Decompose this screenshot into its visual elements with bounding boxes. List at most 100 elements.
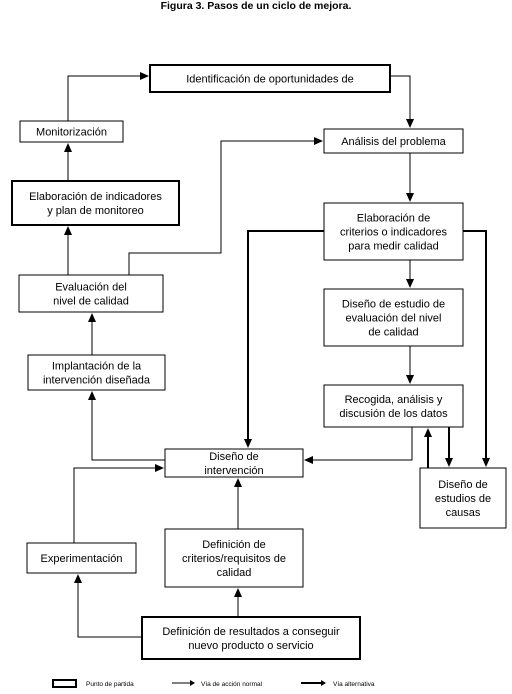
node-elaboracion-criterios: Elaboración de criterios o indicadores par… — [323, 202, 464, 261]
node-line: discusión de los datos — [339, 408, 448, 420]
node-line: Monitorización — [36, 127, 107, 139]
edge-arrowhead — [88, 391, 96, 400]
edge-line — [247, 230, 324, 445]
edge-elaboracion-criterios-to-diseno-estudio — [406, 260, 414, 288]
edge-arrowhead — [64, 226, 72, 235]
node-line: evaluación del nivel — [345, 313, 441, 325]
edge-arrowhead — [314, 137, 323, 145]
node-identificacion: Identificación de oportunidades de — [149, 64, 391, 93]
node-line: causas — [446, 507, 481, 519]
edge-line — [463, 230, 487, 464]
node-diseno-estudio: Diseño de estudio de evaluación del nivel… — [323, 288, 464, 347]
edge-monitorizacion-to-identificacion — [67, 72, 149, 121]
edge-arrowhead — [406, 193, 414, 202]
node-diseno-intervencion: Diseño de intervención — [164, 448, 304, 478]
node-label-diseno-intervencion: Diseño de intervención — [204, 451, 263, 477]
edge-recogida-to-diseno-causas — [445, 427, 453, 467]
edge-arrowhead — [244, 439, 252, 448]
node-label-analisis: Análisis del problema — [341, 136, 446, 148]
node-label-definicion-resultados: Definición de resultados a conseguir nuev… — [162, 626, 340, 652]
figure-title: Figura 3. Pasos de un ciclo de mejora. — [160, 0, 352, 12]
node-evaluacion: Evaluación del nivel de calidad — [18, 274, 164, 313]
node-line: y plan de monitoreo — [47, 205, 144, 217]
node-elaboracion-indicadores: Elaboración de indicadores y plan de moni… — [11, 180, 180, 226]
node-line: para medir calidad — [348, 241, 439, 253]
edge-arrowhead — [74, 574, 82, 583]
node-box-definicion-criterios — [164, 528, 304, 588]
edge-experimentacion-to-diseno-intervencion — [73, 464, 164, 543]
edge-arrowhead — [424, 428, 432, 437]
edge-definicion-resultados-to-experimentacion — [74, 574, 142, 638]
edge-recogida-to-diseno-intervencion — [304, 427, 413, 464]
node-line: Evaluación del — [55, 282, 127, 294]
edge-arrowhead — [234, 478, 242, 487]
node-box-monitorizacion — [19, 120, 124, 143]
node-definicion-resultados: Definición de resultados a conseguir nuev… — [141, 616, 361, 660]
legend-alternative-label: Vía alternativa — [333, 681, 375, 688]
node-line: nivel de calidad — [53, 296, 129, 308]
node-label-recogida: Recogida, análisis y discusión de los dat… — [339, 394, 448, 420]
node-line: intervención — [204, 465, 263, 477]
edge-arrowhead — [304, 456, 313, 464]
node-label-experimentacion: Experimentación — [41, 553, 123, 565]
edge-diseno-causas-to-recogida — [424, 428, 432, 468]
edge-definicion-criterios-to-diseno-intervencion — [234, 478, 242, 529]
node-box-evaluacion — [18, 274, 164, 313]
node-monitorizacion: Monitorización — [19, 120, 124, 143]
node-label-evaluacion: Evaluación del nivel de calidad — [53, 282, 129, 308]
node-line: Diseño de estudio de — [342, 299, 445, 311]
node-box-diseno-causas — [419, 467, 507, 529]
node-line: Elaboración de indicadores — [29, 191, 162, 203]
node-line: intervención diseñada — [43, 375, 151, 387]
node-line: Análisis del problema — [341, 136, 446, 148]
edge-arrowhead — [140, 72, 149, 80]
node-line: de calidad — [368, 327, 418, 339]
node-diseno-causas: Diseño de estudios de causas — [419, 467, 507, 529]
edge-arrowhead — [482, 458, 490, 467]
node-line: Elaboración de — [357, 213, 430, 225]
legend: Punto de partida Vía de acción normal Ví… — [52, 679, 375, 688]
node-experimentacion: Experimentación — [26, 542, 137, 574]
edge-line — [77, 577, 142, 638]
edge-diseno-intervencion-to-implantacion — [88, 391, 165, 461]
legend-normal-arrowhead — [190, 680, 195, 686]
node-box-elaboracion-criterios — [323, 202, 464, 261]
node-box-diseno-estudio — [323, 288, 464, 347]
node-label-elaboracion-indicadores: Elaboración de indicadores y plan de moni… — [29, 191, 162, 217]
node-line: calidad — [217, 567, 252, 579]
edge-evaluacion-to-analisis — [128, 137, 323, 275]
edge-arrowhead — [406, 119, 414, 128]
node-line: estudios de — [435, 493, 491, 505]
node-line: Recogida, análisis y — [345, 394, 443, 406]
node-line: Diseño de — [209, 451, 259, 463]
edge-line — [128, 140, 320, 275]
edge-line — [67, 75, 146, 121]
edge-elaboracion-indicadores-to-monitorizacion — [64, 143, 72, 181]
edge-implantacion-to-evaluacion — [88, 313, 96, 355]
edge-diseno-estudio-to-recogida — [406, 346, 414, 384]
node-box-implantacion — [27, 354, 166, 391]
node-line: Identificación de oportunidades de — [186, 74, 354, 86]
node-label-monitorizacion: Monitorización — [36, 127, 107, 139]
edge-line — [73, 467, 161, 543]
edge-arrowhead — [445, 458, 453, 467]
node-label-identificacion: Identificación de oportunidades de — [186, 74, 354, 86]
node-line: criterios o indicadores — [340, 227, 447, 239]
node-box-analisis — [323, 128, 464, 154]
node-line: Definición de — [202, 539, 266, 551]
node-box-elaboracion-indicadores — [11, 180, 180, 226]
node-label-elaboracion-criterios: Elaboración de criterios o indicadores par… — [340, 213, 447, 253]
edge-evaluacion-to-elaboracion-indicadores — [64, 226, 72, 275]
node-label-diseno-estudio: Diseño de estudio de evaluación del nivel… — [342, 299, 445, 339]
edge-arrowhead — [88, 313, 96, 322]
node-line: Definición de resultados a conseguir — [162, 626, 340, 638]
node-box-definicion-resultados — [141, 616, 361, 660]
edge-identificacion-to-analisis — [390, 75, 414, 128]
node-box-identificacion — [149, 64, 391, 93]
node-box-recogida — [323, 384, 464, 428]
node-line: nuevo producto o servicio — [188, 640, 313, 652]
node-line: Diseño de — [438, 479, 488, 491]
